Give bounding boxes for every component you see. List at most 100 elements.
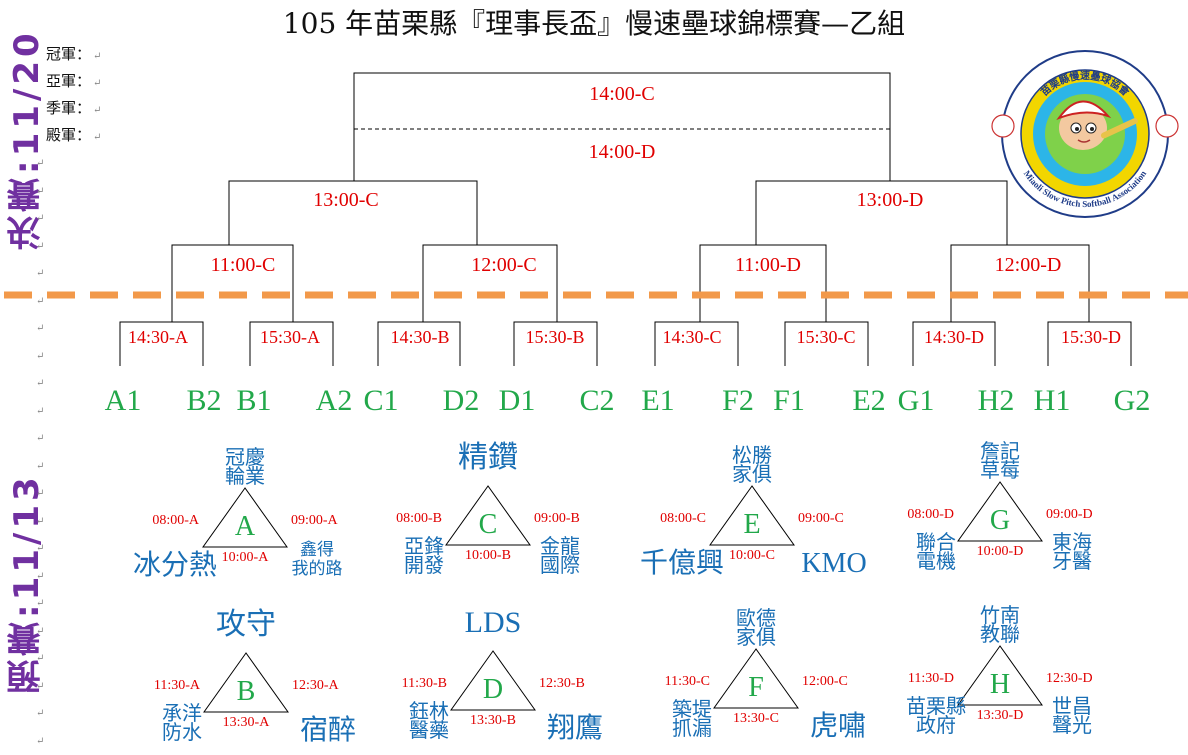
final-match-d: 14:00-D	[589, 141, 656, 163]
group-a-team-top-line2: 輪業	[225, 465, 265, 488]
group-e-team-right: KMO	[801, 548, 866, 579]
slot-e2: E2	[852, 384, 885, 417]
quarter-match-3: 11:00-D	[735, 254, 801, 276]
group-b-team-top: 攻守	[216, 608, 276, 641]
quarter-match-4: 12:00-D	[995, 254, 1062, 276]
r1-match-8: 15:30-D	[1061, 327, 1121, 347]
group-f-team-right: 虎嘯	[810, 710, 866, 742]
group-a-team-right-line2: 我的路	[292, 559, 343, 578]
group-b-team-left-line2: 防水	[162, 721, 202, 744]
group-d-team-left-line1: 鈺林	[409, 700, 449, 723]
group-g-team-right-line2: 牙醫	[1052, 550, 1092, 573]
group-b-time-right: 12:30-A	[292, 678, 340, 693]
group-h-time-bottom: 13:30-D	[977, 708, 1024, 723]
slot-h2: H2	[978, 384, 1015, 417]
group-c-team-left-line2: 開發	[404, 554, 444, 577]
group-a-team-left: 冰分熱	[133, 549, 217, 581]
awards-list: 冠軍：↵ 亞軍：↵ 季軍：↵ 殿軍：↵	[46, 42, 101, 150]
group-c-time-bottom: 10:00-B	[465, 548, 511, 563]
group-b-time-left: 11:30-A	[154, 678, 201, 693]
group-e-time-left: 08:00-C	[660, 511, 706, 526]
award-third: 季軍：↵	[46, 99, 102, 117]
group-d-time-left: 11:30-B	[402, 676, 447, 691]
group-f-time-bottom: 13:30-C	[733, 711, 779, 726]
group-g-team-right-line1: 東海	[1052, 531, 1092, 554]
group-g-letter: G	[990, 505, 1010, 536]
group-h-team-right-line2: 聲光	[1052, 714, 1092, 737]
group-e-time-bottom: 10:00-C	[729, 548, 775, 563]
quarter-match-1: 11:00-C	[211, 254, 276, 276]
slot-g2: G2	[1114, 384, 1151, 417]
slot-f1: F1	[773, 384, 805, 417]
r1-match-1: 14:30-A	[128, 327, 188, 347]
group-h-team-top-line1: 竹南	[980, 604, 1020, 627]
slot-g1: G1	[898, 384, 935, 417]
group-f-time-right: 12:00-C	[802, 674, 848, 689]
r1-match-2: 15:30-A	[260, 327, 320, 347]
semi-match-c: 13:00-C	[313, 189, 379, 211]
group-f-team-top-line2: 家俱	[736, 626, 776, 649]
group-c-team-right-line1: 金龍	[540, 535, 580, 558]
group-g-team-top-line1: 詹記	[980, 440, 1020, 463]
slot-b1: B1	[236, 384, 271, 417]
slot-b2: B2	[186, 384, 221, 417]
group-e-team-top-line1: 松勝	[732, 444, 772, 467]
group-d-time-right: 12:30-B	[539, 676, 585, 691]
semi-match-d: 13:00-D	[857, 189, 924, 211]
group-a-letter: A	[235, 511, 256, 542]
group-c-team-right-line2: 國際	[540, 554, 580, 577]
group-h-team-left-line2: 政府	[916, 714, 956, 737]
paragraph-marks: ↵↵↵↵↵↵↵↵↵↵↵↵↵↵↵↵↵↵↵↵↵↵	[36, 158, 45, 747]
group-a-time-left: 08:00-A	[152, 513, 200, 528]
group-e-time-right: 09:00-C	[798, 511, 844, 526]
group-f-team-top-line1: 歐德	[736, 607, 776, 630]
group-a-team-top-line1: 冠慶	[225, 446, 265, 469]
group-c-letter: C	[479, 509, 498, 540]
group-a-team-right-line1: 鑫得	[300, 540, 334, 559]
group-g-time-left: 08:00-D	[907, 507, 954, 522]
group-h-time-left: 11:30-D	[908, 671, 954, 686]
group-h-team-right-line1: 世昌	[1052, 695, 1092, 718]
quarter-match-2: 12:00-C	[471, 254, 537, 276]
slot-f2: F2	[722, 384, 754, 417]
group-d-team-top: LDS	[465, 606, 522, 639]
slot-a2: A2	[316, 384, 353, 417]
award-fourth: 殿軍：↵	[46, 126, 102, 144]
group-g-team-top-line2: 草莓	[980, 459, 1020, 482]
award-champion: 冠軍：↵	[46, 45, 102, 63]
r1-match-5: 14:30-C	[662, 327, 721, 347]
group-g-team-left-line2: 電機	[916, 550, 956, 573]
group-c-triangle	[445, 485, 531, 546]
group-a-triangle	[202, 487, 288, 548]
slot-h1: H1	[1034, 384, 1071, 417]
group-e-team-left: 千億興	[640, 547, 724, 579]
group-b-triangle	[203, 652, 289, 713]
group-a-time-right: 09:00-A	[291, 513, 339, 528]
group-b-team-left-line1: 承洋	[162, 702, 202, 725]
page-title: 105 年苗栗縣『理事長盃』慢速壘球錦標賽—乙組	[282, 7, 906, 40]
slot-d2: D2	[443, 384, 480, 417]
group-g-time-right: 09:00-D	[1046, 507, 1093, 522]
group-h-letter: H	[990, 669, 1010, 700]
group-c-time-right: 09:00-B	[534, 511, 580, 526]
group-a-time-bottom: 10:00-A	[222, 550, 270, 565]
r1-match-4: 15:30-B	[525, 327, 584, 347]
group-d-time-bottom: 13:30-B	[470, 713, 516, 728]
group-h-time-right: 12:30-D	[1046, 671, 1093, 686]
r1-match-3: 14:30-B	[390, 327, 449, 347]
slot-d1: D1	[499, 384, 536, 417]
group-g-triangle	[957, 481, 1043, 542]
group-d-letter: D	[483, 674, 503, 705]
association-logo: 苗栗縣慢速壘球協會 Miaoli Slow Pitch Softball Ass…	[991, 50, 1179, 218]
group-h-team-left-line1: 苗栗縣	[906, 695, 966, 718]
group-e-triangle	[709, 485, 795, 546]
group-g-time-bottom: 10:00-D	[977, 544, 1024, 559]
group-d-team-left-line2: 醫藥	[409, 719, 449, 742]
group-e-letter: E	[743, 509, 760, 540]
slot-a1: A1	[105, 384, 142, 417]
group-f-time-left: 11:30-C	[665, 674, 710, 689]
group-f-team-left-line2: 抓漏	[672, 717, 712, 740]
group-b-letter: B	[237, 676, 256, 707]
